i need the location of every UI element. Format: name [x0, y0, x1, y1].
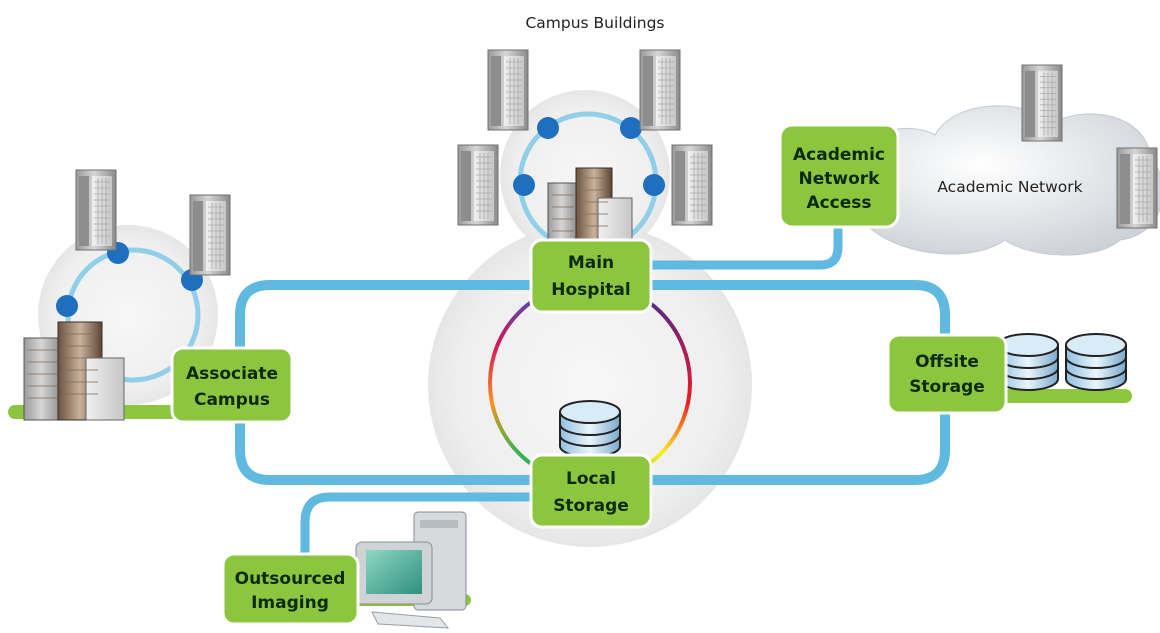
building-icon — [639, 49, 681, 131]
building-icon — [1021, 64, 1063, 142]
building-icon — [75, 169, 117, 251]
building-icon — [1116, 147, 1158, 229]
node-label-line: Academic — [793, 145, 885, 165]
node-label-line: Offsite — [915, 352, 979, 372]
database-icon — [1065, 333, 1127, 391]
building-icon — [671, 144, 713, 226]
campus-buildings-title: Campus Buildings — [525, 14, 664, 32]
node-label-line: Hospital — [551, 280, 630, 300]
ring-node-dot — [513, 174, 535, 196]
outsourced-imaging-node[interactable]: Outsourced Imaging — [221, 552, 360, 626]
node-label-line: Storage — [909, 377, 985, 397]
node-label-line: Main — [568, 253, 614, 273]
main-hospital-node[interactable]: Main Hospital — [529, 238, 653, 314]
computer-icon — [355, 511, 467, 629]
node-label-line: Storage — [553, 496, 629, 516]
node-label-line: Access — [806, 193, 871, 213]
node-label-line: Local — [566, 469, 616, 489]
local-storage-node[interactable]: Local Storage — [529, 453, 653, 529]
associate-campus-node[interactable]: Associate Campus — [170, 346, 294, 424]
ring-node-dot — [620, 117, 642, 139]
ring-node-dot — [537, 117, 559, 139]
node-label-line: Outsourced — [235, 569, 346, 589]
offsite-storage-node[interactable]: Offsite Storage — [886, 333, 1008, 415]
node-label-line: Imaging — [251, 593, 329, 613]
building-icon — [189, 194, 231, 276]
building-icon — [457, 144, 499, 226]
database-icon — [559, 400, 621, 458]
academic-network-label: Academic Network — [937, 178, 1082, 196]
building-icon — [487, 49, 529, 131]
node-label-line: Associate — [186, 364, 278, 384]
ring-node-dot — [56, 295, 78, 317]
node-label-line: Campus — [194, 390, 270, 410]
office-tower-icon — [547, 167, 633, 243]
ring-node-dot — [643, 174, 665, 196]
node-label-line: Network — [799, 169, 881, 189]
academic-network-access-node[interactable]: Academic Network Access — [778, 123, 900, 229]
office-tower-icon — [23, 321, 125, 421]
campus-ring — [513, 111, 665, 253]
